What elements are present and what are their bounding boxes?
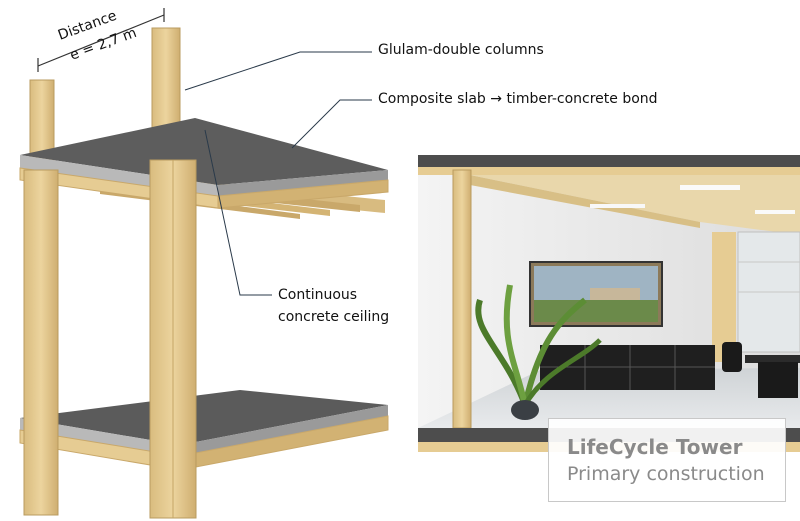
caption-title: LifeCycle Tower [567, 435, 743, 459]
structure-diagram: Distance e = 2,7 m [19, 8, 389, 519]
caption-subtitle: Primary construction [567, 463, 765, 485]
lower-slab-concrete-edge [20, 418, 180, 456]
leader-composite [291, 99, 372, 149]
leader-ceiling [204, 129, 272, 296]
interior-plant [475, 284, 602, 420]
interior-view [418, 155, 800, 452]
column-front-left [23, 169, 59, 516]
label-composite-slab: Composite slab → timber-concrete bond [378, 91, 658, 107]
interior-ceiling-slab [418, 155, 800, 167]
label-ceiling-line1: Continuous [278, 287, 358, 303]
distance-dimension: Distance e = 2,7 m [37, 8, 165, 72]
interior-desk [745, 355, 800, 363]
label-ceiling-line2: concrete ceiling [278, 309, 390, 325]
upper-slab-concrete-edge-right [218, 170, 388, 196]
interior-column [452, 169, 472, 429]
label-glulam-columns: Glulam-double columns [378, 42, 544, 58]
caption-box: LifeCycle Tower Primary construction [548, 418, 786, 502]
upper-slab-concrete-top [20, 118, 388, 185]
leader-glulam [184, 51, 372, 91]
lower-slab-concrete-top [20, 390, 388, 445]
